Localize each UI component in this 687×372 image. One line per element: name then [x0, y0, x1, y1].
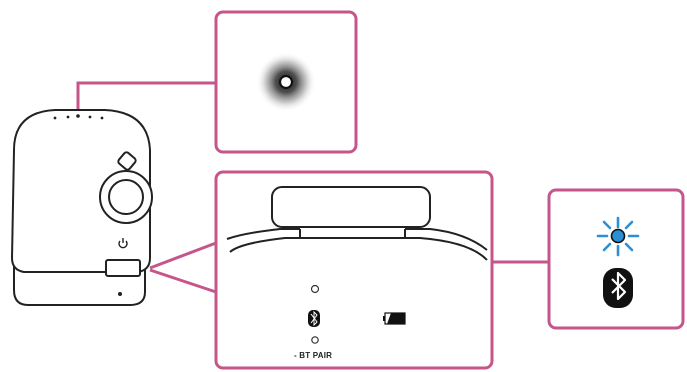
blinking-led-icon	[610, 228, 626, 244]
bluetooth-status-box	[547, 188, 685, 330]
pair-indicator-led-icon	[311, 336, 319, 344]
power-led-callout	[214, 10, 358, 154]
bluetooth-status-callout	[547, 188, 685, 330]
bluetooth-button-icon	[308, 310, 320, 327]
power-indicator-led-icon	[278, 74, 294, 90]
connector-bottom-upper	[149, 241, 217, 270]
power-button-icon	[118, 238, 128, 249]
battery-icon	[383, 312, 406, 325]
rear-panel-callout: - BT PAIR	[214, 170, 494, 370]
port-panel	[105, 259, 141, 277]
panel-curve-inner	[229, 237, 488, 261]
volume-ring	[99, 151, 153, 224]
connector-bottom-lower	[149, 268, 217, 294]
panel-curve-outer	[226, 228, 300, 240]
top-indicator-dots	[53, 114, 104, 120]
panel-curve-outer-right	[405, 228, 488, 251]
bt-indicator-led-icon	[310, 284, 320, 294]
bt-pair-label: - BT PAIR	[294, 351, 332, 360]
base-screw	[118, 292, 122, 296]
speaker-device	[10, 109, 153, 306]
connector-top	[76, 81, 216, 118]
port-cover	[271, 186, 431, 228]
bluetooth-icon	[603, 268, 633, 308]
rear-panel-outline	[226, 186, 488, 261]
speaker-body	[10, 109, 151, 273]
blinking-rays-icon	[596, 216, 640, 257]
